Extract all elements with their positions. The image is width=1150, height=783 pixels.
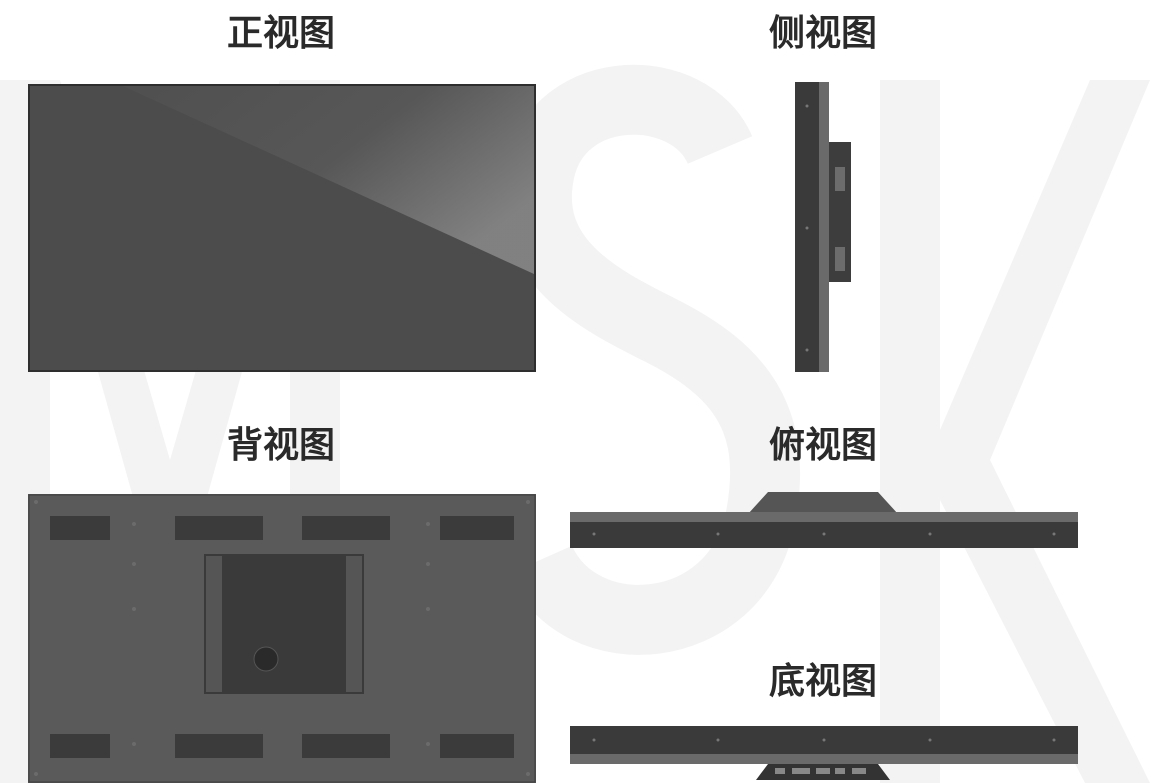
top-view-panel bbox=[570, 490, 1078, 550]
back-view-title: 背视图 bbox=[226, 425, 335, 466]
front-view-title: 正视图 bbox=[226, 13, 335, 54]
top-view-title: 俯视图 bbox=[768, 425, 877, 466]
side-view-title: 侧视图 bbox=[768, 13, 877, 54]
back-view-panel bbox=[28, 494, 536, 783]
front-view-panel bbox=[28, 84, 536, 372]
side-view-panel bbox=[795, 82, 855, 374]
bottom-view-title: 底视图 bbox=[768, 661, 877, 702]
bottom-view-panel bbox=[570, 726, 1078, 783]
